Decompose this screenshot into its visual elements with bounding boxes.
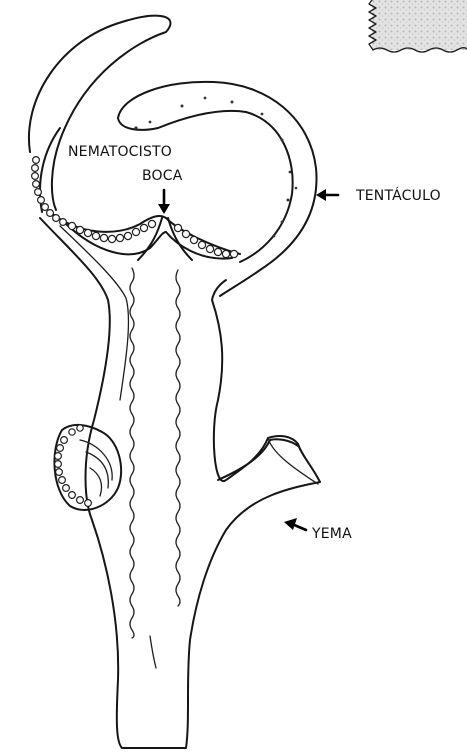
arrow-mouth — [158, 190, 170, 214]
body-column — [40, 218, 320, 748]
label-bud: YEMA — [311, 526, 352, 542]
left-edge-cells — [32, 157, 67, 226]
oral-cone — [50, 212, 240, 260]
label-tentacle: TENTÁCULO — [355, 187, 441, 204]
arrow-bud — [284, 518, 306, 530]
bud — [218, 438, 318, 484]
label-mouth: BOCA — [142, 168, 183, 184]
label-nematocyst: NEMATOCISTO — [68, 144, 172, 160]
corner-swatch — [369, 0, 467, 52]
left-bulge — [54, 425, 121, 510]
arrow-tentacle — [316, 189, 338, 201]
